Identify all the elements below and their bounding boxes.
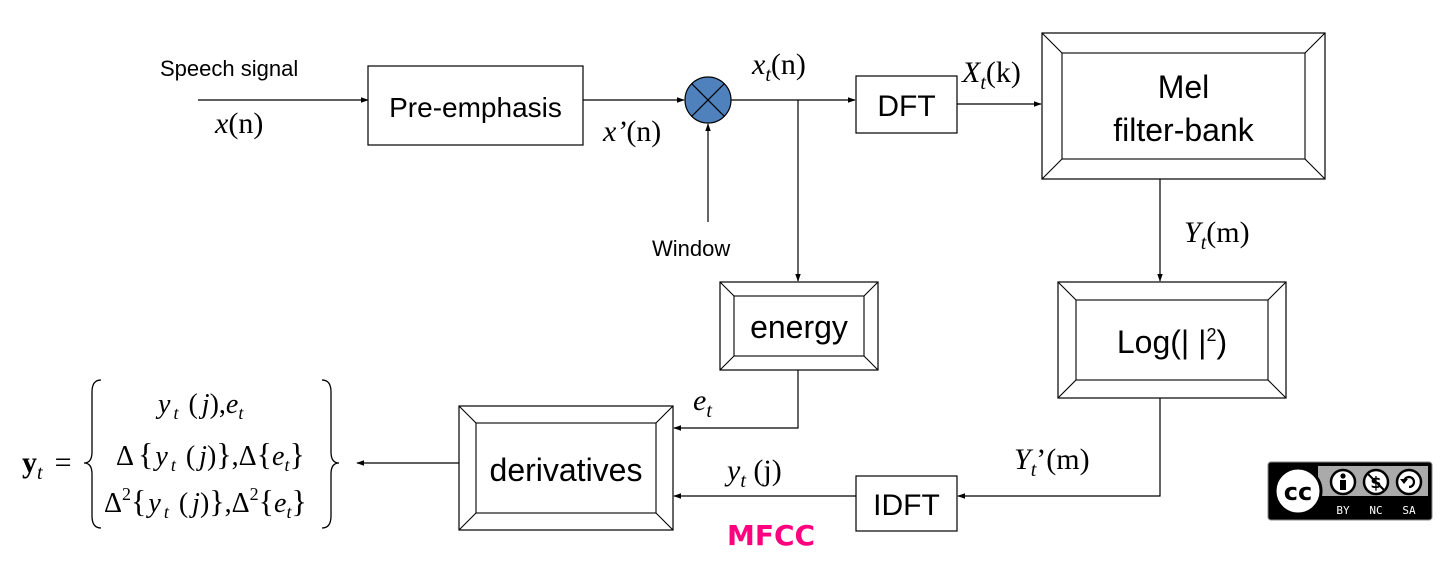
mfcc-label: MFCC [727, 519, 815, 552]
e-t-label: et [693, 384, 712, 422]
by-person-body [1340, 480, 1346, 490]
dft-block: DFT [855, 75, 958, 134]
preemphasis-label: Pre-emphasis [389, 92, 562, 123]
by-person-head [1340, 473, 1346, 479]
equation-right-brace [321, 379, 340, 529]
input-signal-label: x(n) [214, 107, 263, 140]
energy-to-derivatives-arrow [673, 370, 799, 431]
multiplier-cross-b [691, 83, 725, 117]
window-multiplier [684, 76, 732, 124]
y-t-j-label: yt (j) [724, 454, 782, 492]
energy-block: energy [719, 281, 879, 371]
badge-sa-text: SA [1402, 504, 1416, 517]
x-prime-label: x’(n) [602, 115, 661, 148]
dft-label: DFT [877, 90, 935, 123]
cc-logo-icon [1273, 466, 1323, 516]
log-block: Log(| |2) [1057, 281, 1287, 399]
Y-t-prime-label: Yt’(m) [1014, 443, 1090, 481]
nc-strike [1366, 472, 1386, 492]
mel-label-line2: filter-bank [1113, 112, 1255, 148]
log-to-idft-arrow [957, 398, 1161, 499]
derivatives-block: derivatives [458, 405, 674, 531]
cc-logo-text: cc [1284, 478, 1312, 506]
idft-block: IDFT [855, 475, 958, 532]
sa-share-alike-icon [1395, 468, 1423, 496]
X-t-label: Xt(k) [961, 56, 1021, 94]
badge-nc-text: NC [1369, 504, 1382, 517]
mel-filterbank-block: Mel filter-bank [1041, 32, 1326, 180]
mel-label-line1: Mel [1158, 69, 1210, 105]
x-t-label: xt(n) [751, 48, 806, 86]
derivatives-label: derivatives [490, 452, 643, 488]
badge-by-text: BY [1336, 504, 1350, 517]
log-label: Log(| |2) [1117, 324, 1227, 360]
idft-label: IDFT [873, 489, 940, 522]
preemphasis-block: Pre-emphasis [367, 65, 584, 146]
equation-left-brace [83, 379, 102, 529]
cc-by-nc-sa-badge: cc $ BY NC SA [1267, 461, 1433, 521]
equation-lhs: yt= [22, 446, 71, 484]
sa-arrow-head [1400, 479, 1408, 484]
speech-signal-caption: Speech signal [160, 56, 298, 81]
window-label: Window [652, 236, 730, 261]
energy-label: energy [750, 309, 848, 345]
Y-t-label: Yt(m) [1184, 216, 1250, 254]
